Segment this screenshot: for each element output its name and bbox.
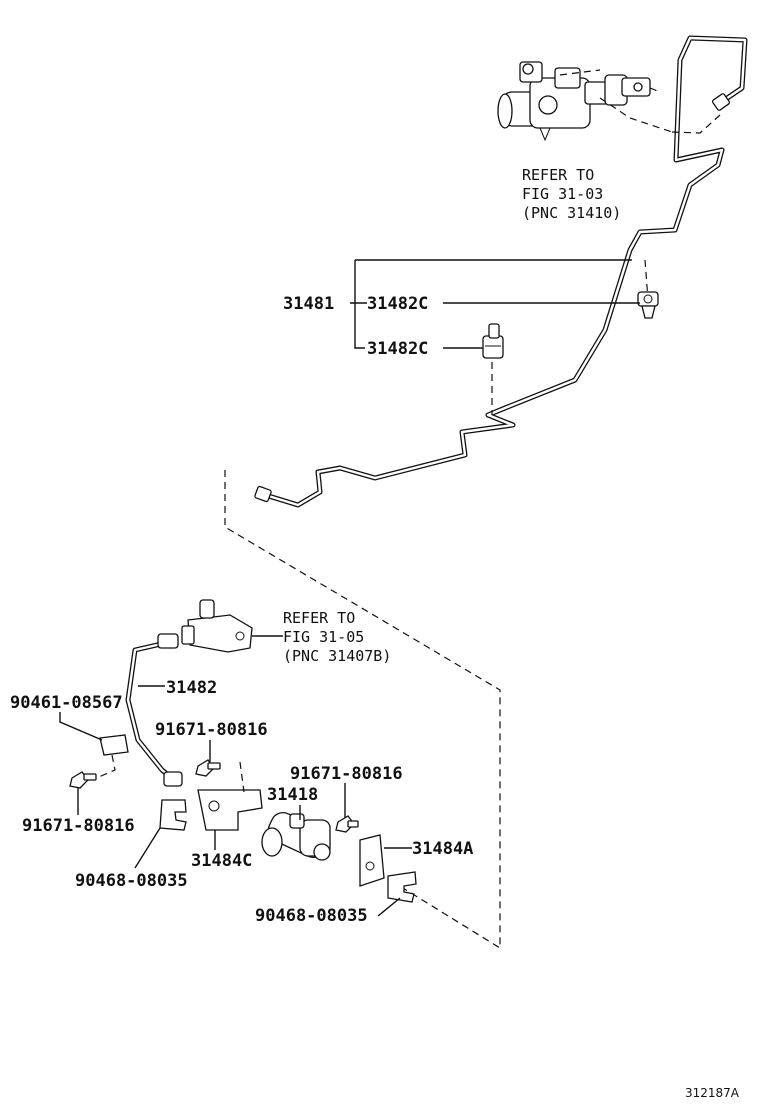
refer-top-line2: FIG 31-03 — [522, 185, 603, 203]
assembly-boundary — [224, 470, 501, 950]
bolt-right — [335, 815, 359, 833]
label-31418: 31418 — [267, 785, 318, 805]
clamp-31482c-lower — [482, 323, 504, 359]
leader-lines — [59, 259, 640, 917]
label-31482c-lower: 31482C — [367, 339, 428, 359]
label-91671-right: 91671-80816 — [290, 764, 403, 784]
clamp-31482c-upper — [637, 291, 659, 319]
label-31481: 31481 — [283, 294, 334, 314]
label-90461-08567: 90461-08567 — [10, 693, 123, 713]
label-31484a: 31484A — [412, 839, 473, 859]
refer-mid-line1: REFER TO — [283, 609, 355, 627]
clip-90468-left — [159, 799, 187, 831]
bolt-middle — [195, 759, 221, 777]
label-90468-right: 90468-08035 — [255, 906, 368, 926]
bracket-31484c — [197, 761, 263, 831]
master-cylinder — [497, 61, 673, 142]
bracket-90461 — [91, 734, 129, 781]
label-31482: 31482 — [166, 678, 217, 698]
label-90468-left: 90468-08035 — [75, 871, 188, 891]
junction-block — [181, 599, 253, 653]
bolt-left — [69, 771, 97, 789]
bracket-31484a — [359, 834, 385, 887]
label-31484c: 31484C — [191, 851, 252, 871]
dash-to-master — [671, 114, 721, 134]
clip-90468-right — [387, 871, 417, 903]
dash-clamp-1 — [644, 259, 649, 301]
refer-top-line3: (PNC 31410) — [522, 204, 621, 222]
label-91671-middle: 91671-80816 — [155, 720, 268, 740]
refer-mid-line3: (PNC 31407B) — [283, 647, 391, 665]
clutch-line-tube — [254, 35, 748, 508]
label-91671-left: 91671-80816 — [22, 816, 135, 836]
release-cylinder-31418 — [261, 812, 331, 861]
figure-code: 312187A — [685, 1086, 740, 1100]
refer-mid-line2: FIG 31-05 — [283, 628, 364, 646]
label-31482c-upper: 31482C — [367, 294, 428, 314]
hose-31482 — [125, 633, 183, 787]
refer-top-line1: REFER TO — [522, 166, 594, 184]
